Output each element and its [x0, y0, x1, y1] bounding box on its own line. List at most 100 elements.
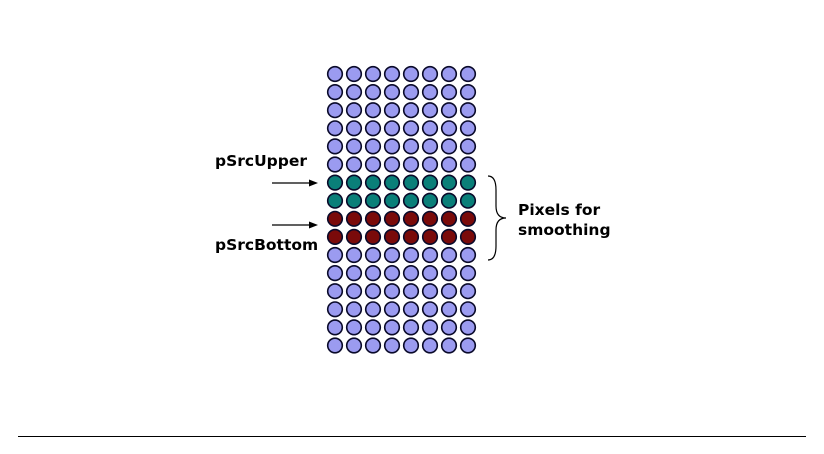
pixel-default-r2-c4	[402, 102, 420, 119]
pixel-default-r15-c2	[364, 337, 382, 354]
pixel-bottom-r8-c1	[345, 210, 363, 227]
pixel-default-r4-c5	[421, 138, 439, 155]
pixel-bottom-r9-c0	[326, 228, 344, 245]
pixel-default-r11-c4	[402, 265, 420, 282]
pixel-grid	[326, 65, 477, 354]
pixel-default-r3-c1	[345, 120, 363, 137]
pixel-default-r3-c7	[459, 120, 477, 137]
pixel-default-r5-c5	[421, 156, 439, 173]
pixel-default-r11-c7	[459, 265, 477, 282]
pixel-default-r10-c1	[345, 246, 363, 264]
pixel-default-r0-c0	[326, 65, 344, 83]
pixel-default-r15-c3	[383, 337, 401, 354]
pixel-upper-r6-c0	[326, 174, 344, 191]
pixel-default-r4-c7	[459, 138, 477, 155]
pixel-default-r2-c6	[440, 102, 458, 119]
pixel-default-r13-c6	[440, 301, 458, 318]
pixel-upper-r7-c5	[421, 192, 439, 209]
pixel-default-r13-c3	[383, 301, 401, 318]
psrcupper-label: pSrcUpper	[215, 152, 307, 170]
pixel-default-r2-c0	[326, 102, 344, 119]
pixel-default-r0-c6	[440, 65, 458, 83]
pixel-default-r12-c3	[383, 283, 401, 300]
pixel-upper-r7-c1	[345, 192, 363, 209]
pixel-default-r11-c2	[364, 265, 382, 282]
pixel-upper-r6-c7	[459, 174, 477, 191]
pixel-default-r12-c2	[364, 283, 382, 300]
pixel-bottom-r8-c0	[326, 210, 344, 227]
pixel-default-r5-c7	[459, 156, 477, 173]
brace-label-line2: smoothing	[518, 221, 611, 239]
pixel-default-r2-c3	[383, 102, 401, 119]
pixel-default-r14-c7	[459, 319, 477, 336]
pixel-default-r10-c7	[459, 246, 477, 264]
pixel-default-r1-c6	[440, 83, 458, 101]
pixel-default-r11-c0	[326, 265, 344, 282]
smoothing-brace	[487, 175, 507, 261]
pixel-upper-r6-c4	[402, 174, 420, 191]
pixel-default-r15-c4	[402, 337, 420, 354]
pixel-default-r0-c2	[364, 65, 382, 83]
pixel-bottom-r9-c1	[345, 228, 363, 245]
pixel-upper-r7-c6	[440, 192, 458, 209]
pixel-default-r5-c6	[440, 156, 458, 173]
pixel-default-r1-c7	[459, 83, 477, 101]
pixel-default-r3-c3	[383, 120, 401, 137]
pixel-default-r4-c4	[402, 138, 420, 155]
brace-label-line1: Pixels for	[518, 201, 601, 219]
pixel-default-r14-c6	[440, 319, 458, 336]
pixel-bottom-r8-c5	[421, 210, 439, 227]
pixel-default-r13-c1	[345, 301, 363, 318]
pixel-default-r12-c1	[345, 283, 363, 300]
pixel-default-r0-c5	[421, 65, 439, 83]
pixel-default-r4-c2	[364, 138, 382, 155]
pixel-default-r1-c1	[345, 83, 363, 101]
pixel-default-r10-c4	[402, 246, 420, 264]
pixel-bottom-r9-c3	[383, 228, 401, 245]
pixel-default-r3-c6	[440, 120, 458, 137]
pixel-default-r13-c0	[326, 301, 344, 318]
pixel-default-r14-c4	[402, 319, 420, 336]
pixel-default-r0-c4	[402, 65, 420, 83]
pixel-default-r13-c5	[421, 301, 439, 318]
pixel-default-r11-c6	[440, 265, 458, 282]
pixel-default-r10-c5	[421, 246, 439, 264]
pixel-bottom-r9-c2	[364, 228, 382, 245]
pixel-default-r4-c0	[326, 138, 344, 155]
pixel-default-r1-c0	[326, 83, 344, 101]
pixel-default-r4-c6	[440, 138, 458, 155]
pixel-bottom-r8-c2	[364, 210, 382, 227]
pixel-bottom-r8-c3	[383, 210, 401, 227]
pixel-default-r3-c0	[326, 120, 344, 137]
pixel-default-r13-c2	[364, 301, 382, 318]
pixel-default-r12-c4	[402, 283, 420, 300]
pixel-default-r12-c6	[440, 283, 458, 300]
pixel-default-r3-c4	[402, 120, 420, 137]
pixel-bottom-r8-c7	[459, 210, 477, 227]
pixel-default-r1-c3	[383, 83, 401, 101]
pixel-default-r0-c7	[459, 65, 477, 83]
pixel-default-r5-c1	[345, 156, 363, 173]
pixel-upper-r6-c6	[440, 174, 458, 191]
pixel-upper-r6-c5	[421, 174, 439, 191]
pixel-default-r14-c1	[345, 319, 363, 336]
pixel-default-r14-c3	[383, 319, 401, 336]
pixel-default-r11-c3	[383, 265, 401, 282]
pixel-default-r13-c4	[402, 301, 420, 318]
pixel-default-r1-c2	[364, 83, 382, 101]
pixel-default-r10-c2	[364, 246, 382, 264]
pixel-bottom-r8-c4	[402, 210, 420, 227]
pixel-default-r15-c0	[326, 337, 344, 354]
pixel-default-r2-c1	[345, 102, 363, 119]
psrcbottom-arrow	[272, 221, 318, 229]
pixel-default-r5-c0	[326, 156, 344, 173]
pixel-bottom-r8-c6	[440, 210, 458, 227]
pixel-default-r3-c2	[364, 120, 382, 137]
pixel-default-r4-c1	[345, 138, 363, 155]
footer-divider	[18, 436, 806, 437]
pixel-default-r0-c3	[383, 65, 401, 83]
pixel-default-r2-c2	[364, 102, 382, 119]
pixel-default-r10-c6	[440, 246, 458, 264]
pixel-bottom-r9-c6	[440, 228, 458, 245]
